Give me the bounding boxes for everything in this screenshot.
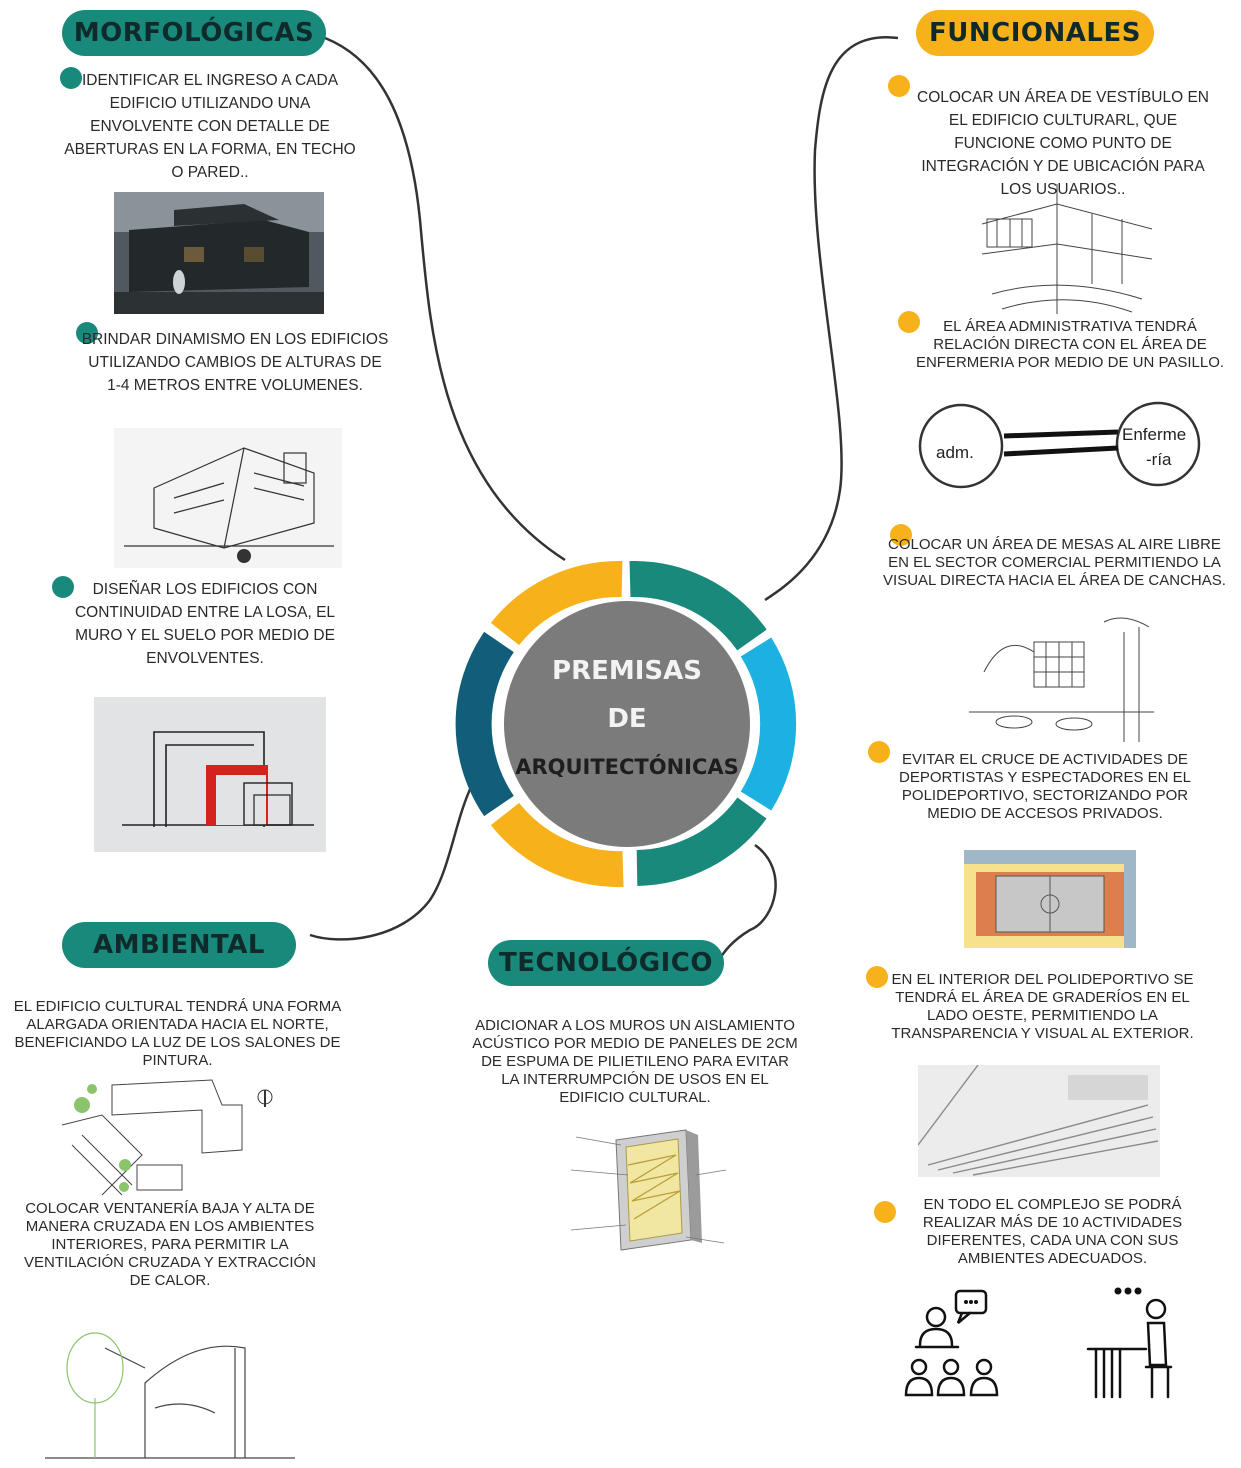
diagram-enfermeria-label-1: Enferme (1122, 425, 1187, 444)
acoustic-wall-detail (566, 1125, 730, 1253)
adm-enfermeria-diagram: adm. Enferme -ría (918, 400, 1208, 492)
funcionales-item-5: EN EL INTERIOR DEL POLIDEPORTIVO SE TEND… (891, 971, 1194, 1042)
central-hub: PREMISAS DE ARQUITECTÓNICAS (455, 552, 799, 896)
envelope-sketch (94, 697, 326, 852)
tecnologico-header: TECNOLÓGICO (488, 940, 724, 986)
morfologicas-item-1: IDENTIFICAR EL INGRESO A CADA EDIFICIO U… (64, 72, 356, 181)
bullet-dot (60, 67, 82, 89)
bullet-dot (874, 1201, 896, 1223)
funcionales-item-3: COLOCAR UN ÁREA DE MESAS AL AIRE LIBRE E… (883, 536, 1226, 589)
ambiental-item-2: COLOCAR VENTANERÍA BAJA Y ALTA DE MANERA… (23, 1200, 316, 1289)
morfologicas-item-2: BRINDAR DINAMISMO EN LOS EDIFICIOS UTILI… (81, 331, 389, 394)
funcionales-item-1: COLOCAR UN ÁREA DE VESTÍBULO EN EL EDIFI… (917, 89, 1209, 198)
morfologicas-item-3: DISEÑAR LOS EDIFICIOS CON CONTINUIDAD EN… (74, 581, 336, 667)
lobby-sketch (972, 184, 1164, 319)
ambiental-item-1: EL EDIFICIO CULTURAL TENDRÁ UNA FORMA AL… (13, 998, 342, 1069)
segmented-ring (455, 560, 797, 888)
building-night-render (114, 192, 324, 314)
bullet-dot (888, 75, 910, 97)
bullet-dot (898, 311, 920, 333)
diagram-enfermeria-label-2: -ría (1146, 450, 1172, 469)
tecnologico-item-1: ADICIONAR A LOS MUROS UN AISLAMIENTO ACÚ… (472, 1017, 798, 1106)
center-title-line1: PREMISAS (552, 656, 702, 686)
funcionales-item-2: EL ÁREA ADMINISTRATIVA TENDRÁ RELACIÓN D… (915, 318, 1225, 371)
bullet-dot (866, 966, 888, 988)
terrace-sketch (964, 612, 1156, 752)
ambiental-header: AMBIENTAL (62, 922, 296, 968)
activities-icons (896, 1285, 1176, 1405)
bullet-dot (52, 576, 74, 598)
ventilation-section-sketch (45, 1308, 295, 1464)
morfologicas-header: MORFOLÓGICAS (62, 10, 326, 56)
sports-hall-plan (964, 850, 1136, 948)
funcionales-item-4: EVITAR EL CRUCE DE ACTIVIDADES DE DEPORT… (898, 751, 1192, 822)
center-title-line3: ARQUITECTÓNICAS (515, 755, 739, 779)
bullet-dot (868, 741, 890, 763)
diagram-adm-label: adm. (936, 443, 974, 462)
volumes-sketch (114, 428, 342, 568)
funcionales-item-6: EN TODO EL COMPLEJO SE PODRÁ REALIZAR MÁ… (922, 1196, 1183, 1267)
site-plan-sketch (62, 1075, 284, 1200)
bullet-dot (890, 524, 912, 546)
bullet-dot (76, 322, 98, 344)
grandstand-render (918, 1065, 1160, 1177)
funcionales-header: FUNCIONALES (916, 10, 1154, 56)
center-title-line2: DE (607, 704, 647, 734)
